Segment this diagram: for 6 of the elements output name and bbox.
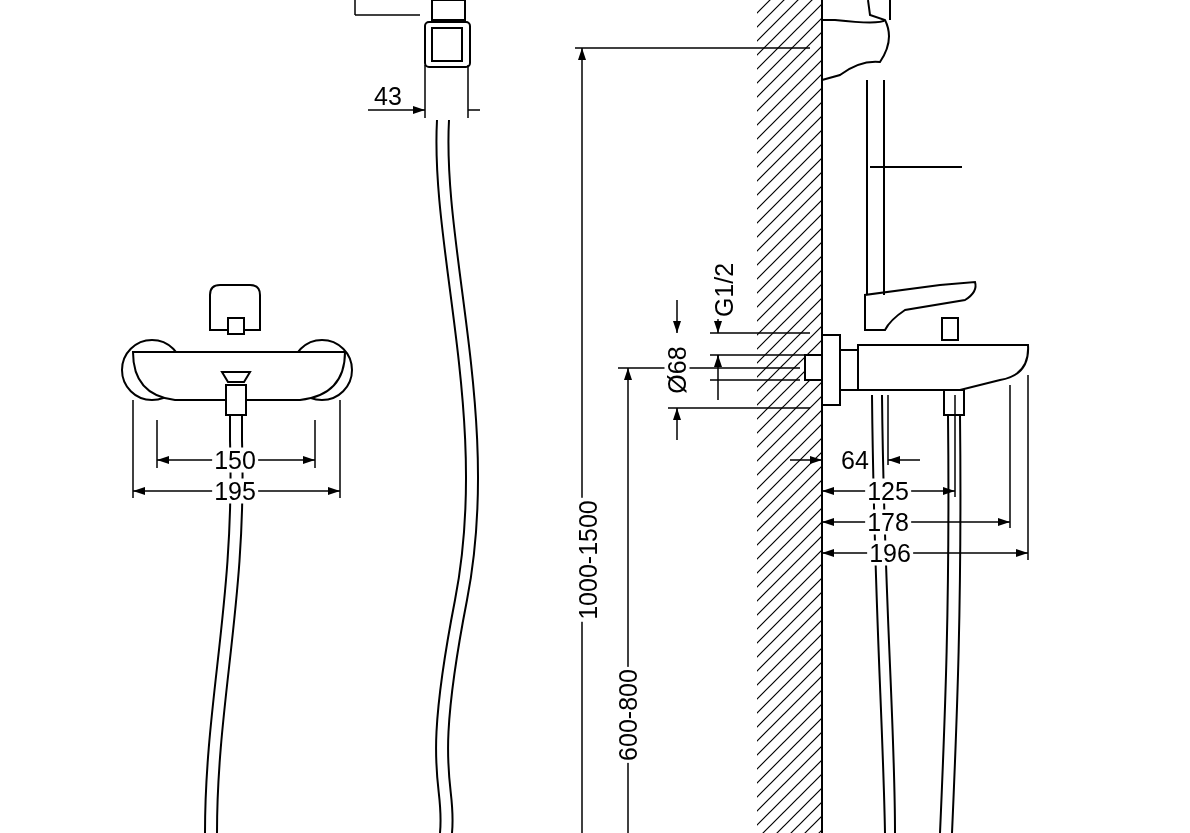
dimension-label: 195 bbox=[212, 478, 258, 504]
dimension-label: Ø68 bbox=[664, 344, 690, 396]
dimension-label: 150 bbox=[212, 447, 258, 473]
dimension-label: 125 bbox=[865, 478, 911, 504]
dimension-label: 178 bbox=[865, 509, 911, 535]
dimension-label: 196 bbox=[867, 540, 913, 566]
